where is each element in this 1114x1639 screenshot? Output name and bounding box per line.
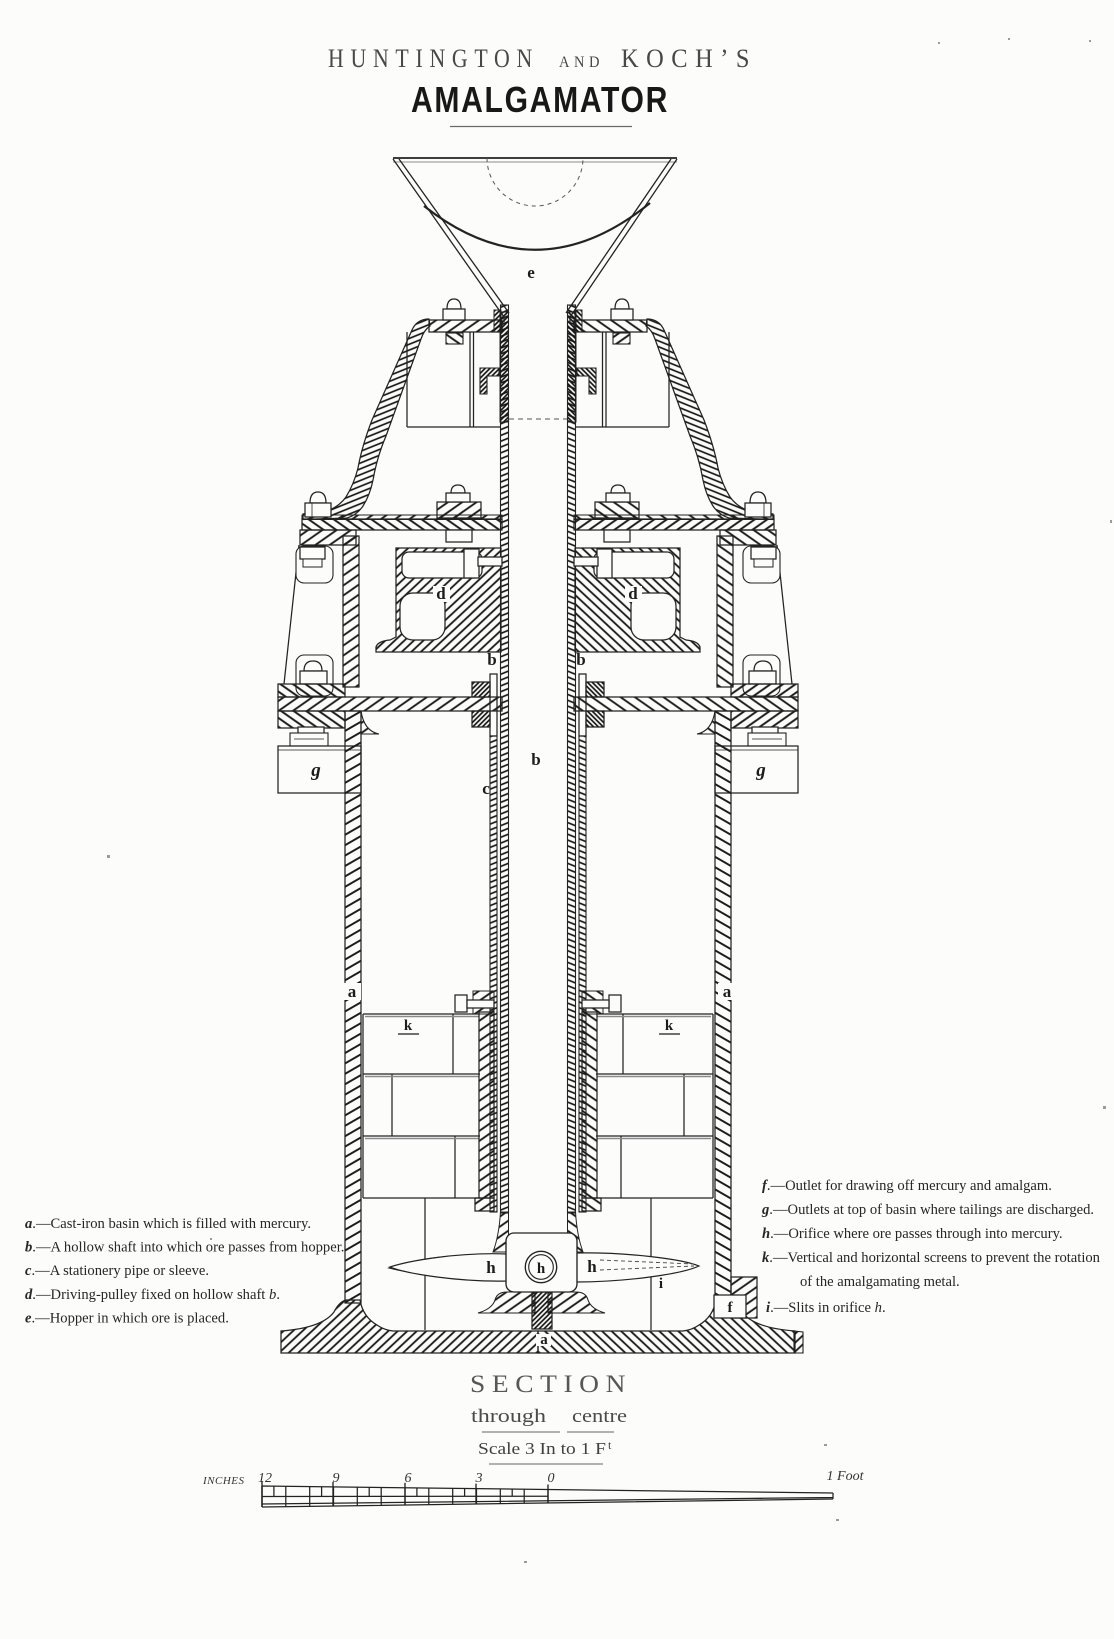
svg-text:f: f [728, 1300, 734, 1316]
svg-text:c: c [482, 779, 490, 798]
svg-text:h: h [486, 1258, 496, 1277]
svg-text:a: a [348, 982, 357, 1001]
svg-text:g.—Outlets at top of basin whe: g.—Outlets at top of basin where tailing… [761, 1202, 1094, 1218]
svg-text:i.—Slits in orifice h.: i.—Slits in orifice h. [766, 1300, 886, 1316]
svg-text:Scale 3 In to 1 F: Scale 3 In to 1 F [478, 1439, 606, 1458]
svg-text:12: 12 [258, 1471, 272, 1486]
svg-text:SECTION: SECTION [470, 1371, 632, 1398]
svg-text:1 Foot: 1 Foot [827, 1469, 865, 1484]
svg-text:KOCH’S: KOCH’S [621, 44, 757, 73]
svg-text:a.—Cast-iron basin which is fi: a.—Cast-iron basin which is filled with … [25, 1216, 311, 1232]
svg-text:e.—Hopper in which ore is plac: e.—Hopper in which ore is placed. [25, 1310, 229, 1326]
svg-text:h.—Orifice where ore passes th: h.—Orifice where ore passes through into… [762, 1226, 1063, 1242]
svg-text:6: 6 [405, 1471, 412, 1486]
svg-text:a: a [540, 1332, 548, 1348]
svg-text:a: a [723, 982, 732, 1001]
svg-text:h: h [537, 1261, 546, 1277]
svg-text:b: b [576, 650, 585, 669]
svg-text:9: 9 [333, 1471, 340, 1486]
svg-text:b: b [487, 650, 496, 669]
svg-text:3: 3 [475, 1471, 483, 1486]
svg-text:b: b [531, 750, 540, 769]
svg-text:INCHES: INCHES [202, 1475, 245, 1487]
svg-text:i: i [659, 1276, 663, 1292]
svg-text:e: e [527, 263, 535, 282]
svg-text:b.—A hollow shaft into which o: b.—A hollow shaft into which ore passes … [25, 1240, 344, 1256]
svg-text:centre: centre [572, 1406, 627, 1427]
svg-text:g: g [310, 760, 321, 781]
svg-text:through: through [471, 1406, 547, 1427]
svg-text:of the amalgamating metal.: of the amalgamating metal. [800, 1274, 960, 1290]
svg-text:k: k [404, 1018, 413, 1034]
svg-text:d.—Driving-pulley fixed on hol: d.—Driving-pulley fixed on hollow shaft … [25, 1287, 280, 1303]
svg-text:c.—A stationery pipe or sleeve: c.—A stationery pipe or sleeve. [25, 1263, 209, 1279]
svg-text:t: t [608, 1438, 612, 1452]
svg-text:f.—Outlet for drawing off merc: f.—Outlet for drawing off mercury and am… [762, 1178, 1052, 1194]
svg-text:HUNTINGTON: HUNTINGTON [328, 44, 539, 73]
svg-text:0: 0 [548, 1471, 555, 1486]
svg-text:k: k [665, 1018, 674, 1034]
svg-text:AND: AND [559, 54, 604, 71]
svg-text:g: g [755, 760, 766, 781]
svg-text:AMALGAMATOR: AMALGAMATOR [411, 79, 669, 120]
svg-text:h: h [587, 1257, 597, 1276]
svg-text:k.—Vertical and horizontal scr: k.—Vertical and horizontal screens to pr… [762, 1250, 1101, 1266]
svg-text:d: d [436, 584, 446, 603]
svg-text:d: d [628, 584, 638, 603]
